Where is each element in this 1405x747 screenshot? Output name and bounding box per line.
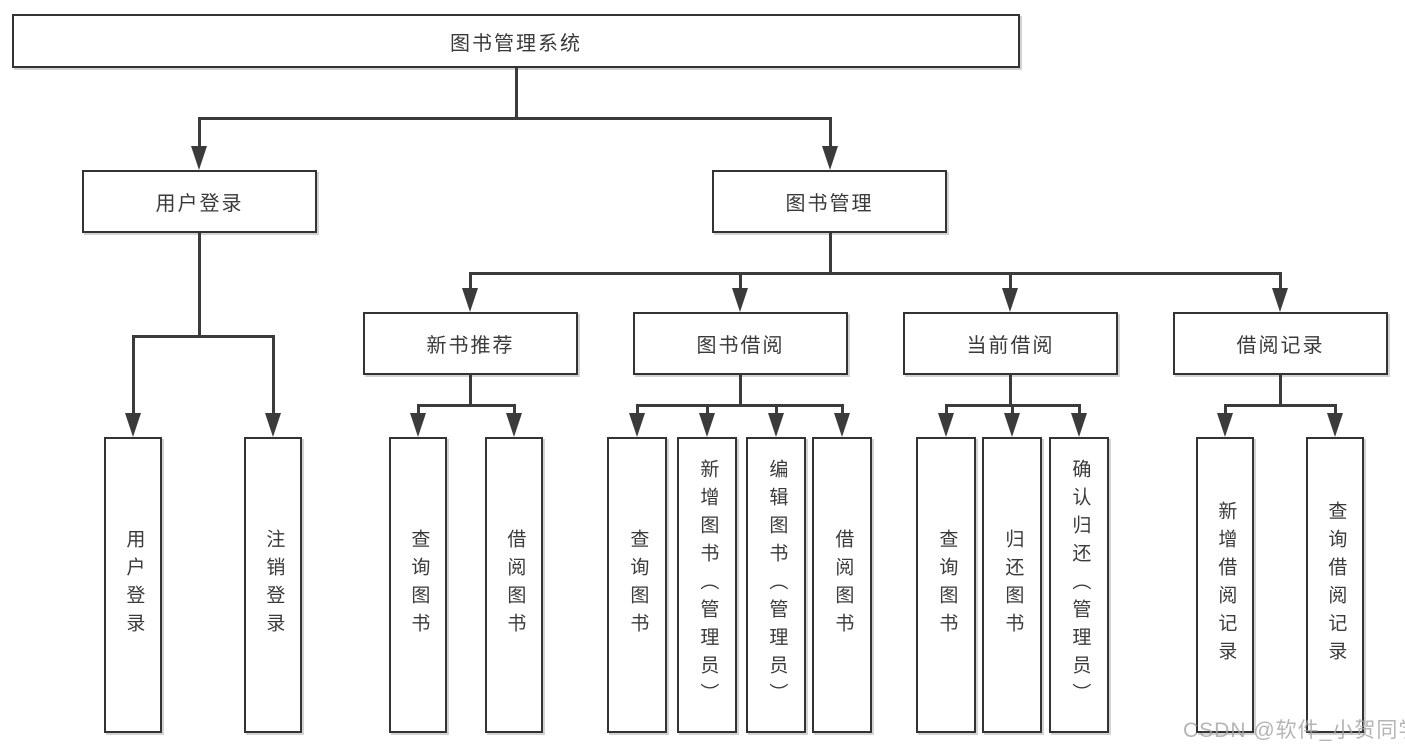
node-borrowing-records: 借阅记录 xyxy=(1173,312,1388,375)
connector-line xyxy=(1224,404,1336,407)
leaf-label: 新增图书（管理员） xyxy=(697,459,719,711)
leaf-add-books-admin: 新增图书（管理员） xyxy=(677,437,737,733)
connector-line xyxy=(515,68,518,119)
connector-line xyxy=(1224,404,1227,415)
connector-line xyxy=(1009,375,1012,406)
connector-line xyxy=(829,117,832,148)
arrowhead-down-icon xyxy=(265,413,281,437)
connector-line xyxy=(469,272,472,290)
arrowhead-down-icon xyxy=(462,288,478,312)
connector-line xyxy=(198,117,201,148)
connector-line xyxy=(841,404,844,415)
arrowhead-down-icon xyxy=(506,413,522,437)
node-label: 新书推荐 xyxy=(426,335,515,357)
connector-line xyxy=(198,233,201,337)
node-label: 图书管理 xyxy=(785,193,874,215)
connector-line xyxy=(272,335,275,415)
node-book-borrowing: 图书借阅 xyxy=(633,312,848,375)
node-book-management: 图书管理 xyxy=(712,170,947,233)
connector-line xyxy=(636,404,639,415)
arrowhead-down-icon xyxy=(629,413,645,437)
leaf-label: 新增借阅记录 xyxy=(1215,501,1237,669)
leaf-logout: 注销登录 xyxy=(244,437,302,733)
leaf-query-books-borrowing: 查询图书 xyxy=(607,437,667,733)
connector-line xyxy=(1078,404,1081,415)
connector-line xyxy=(1334,404,1337,415)
leaf-label: 借阅图书 xyxy=(832,529,854,641)
node-label: 图书管理系统 xyxy=(450,32,582,55)
connector-line xyxy=(132,335,274,338)
leaf-add-borrow-record: 新增借阅记录 xyxy=(1196,437,1254,733)
connector-line xyxy=(469,272,1282,275)
connector-line xyxy=(1011,404,1014,415)
connector-line xyxy=(417,404,420,415)
leaf-user-login: 用户登录 xyxy=(104,437,162,733)
leaf-query-borrow-record: 查询借阅记录 xyxy=(1306,437,1364,733)
leaf-label: 注销登录 xyxy=(263,529,285,641)
node-library-system: 图书管理系统 xyxy=(12,14,1020,68)
arrowhead-down-icon xyxy=(125,413,141,437)
leaf-query-books-recommend: 查询图书 xyxy=(389,437,447,733)
node-new-book-recommend: 新书推荐 xyxy=(363,312,578,375)
leaf-label: 查询图书 xyxy=(408,529,430,641)
node-current-borrowing: 当前借阅 xyxy=(903,312,1118,375)
node-label: 当前借阅 xyxy=(966,335,1055,357)
leaf-label: 借阅图书 xyxy=(504,529,526,641)
arrowhead-down-icon xyxy=(1272,288,1288,312)
leaf-label: 归还图书 xyxy=(1002,529,1024,641)
connector-line xyxy=(945,404,948,415)
connector-line xyxy=(739,272,742,290)
node-label: 用户登录 xyxy=(155,193,244,215)
arrowhead-down-icon xyxy=(1071,413,1087,437)
arrowhead-down-icon xyxy=(191,146,207,170)
leaf-label: 查询图书 xyxy=(936,529,958,641)
node-user-login: 用户登录 xyxy=(82,170,317,233)
connector-line xyxy=(1009,272,1012,290)
arrowhead-down-icon xyxy=(1217,413,1233,437)
node-label: 借阅记录 xyxy=(1236,335,1325,357)
node-label: 图书借阅 xyxy=(696,335,785,357)
arrowhead-down-icon xyxy=(938,413,954,437)
arrowhead-down-icon xyxy=(834,413,850,437)
leaf-borrow-books-recommend: 借阅图书 xyxy=(485,437,543,733)
arrowhead-down-icon xyxy=(1004,413,1020,437)
leaf-label: 编辑图书（管理员） xyxy=(766,459,788,711)
connector-line xyxy=(198,117,832,120)
leaf-label: 确认归还（管理员） xyxy=(1069,459,1091,711)
leaf-confirm-return-admin: 确认归还（管理员） xyxy=(1049,437,1109,733)
connector-line xyxy=(775,404,778,415)
leaf-label: 用户登录 xyxy=(123,529,145,641)
connector-line xyxy=(1279,272,1282,290)
connector-line xyxy=(636,404,844,407)
connector-line xyxy=(1279,375,1282,406)
csdn-watermark: CSDN @软件_小贺同学 xyxy=(1183,719,1405,742)
arrowhead-down-icon xyxy=(1327,413,1343,437)
connector-line xyxy=(829,233,832,274)
leaf-return-books: 归还图书 xyxy=(982,437,1042,733)
arrowhead-down-icon xyxy=(1002,288,1018,312)
connector-line xyxy=(469,375,472,406)
connector-line xyxy=(706,404,709,415)
leaf-edit-books-admin: 编辑图书（管理员） xyxy=(746,437,806,733)
arrowhead-down-icon xyxy=(732,288,748,312)
arrowhead-down-icon xyxy=(768,413,784,437)
connector-line xyxy=(132,335,135,415)
arrowhead-down-icon xyxy=(410,413,426,437)
connector-line xyxy=(513,404,516,415)
leaf-label: 查询借阅记录 xyxy=(1325,501,1347,669)
arrowhead-down-icon xyxy=(822,146,838,170)
connector-line xyxy=(739,375,742,406)
arrowhead-down-icon xyxy=(699,413,715,437)
leaf-label: 查询图书 xyxy=(627,529,649,641)
leaf-borrow-books-borrowing: 借阅图书 xyxy=(812,437,872,733)
connector-line xyxy=(417,404,516,407)
leaf-query-books-current: 查询图书 xyxy=(916,437,976,733)
